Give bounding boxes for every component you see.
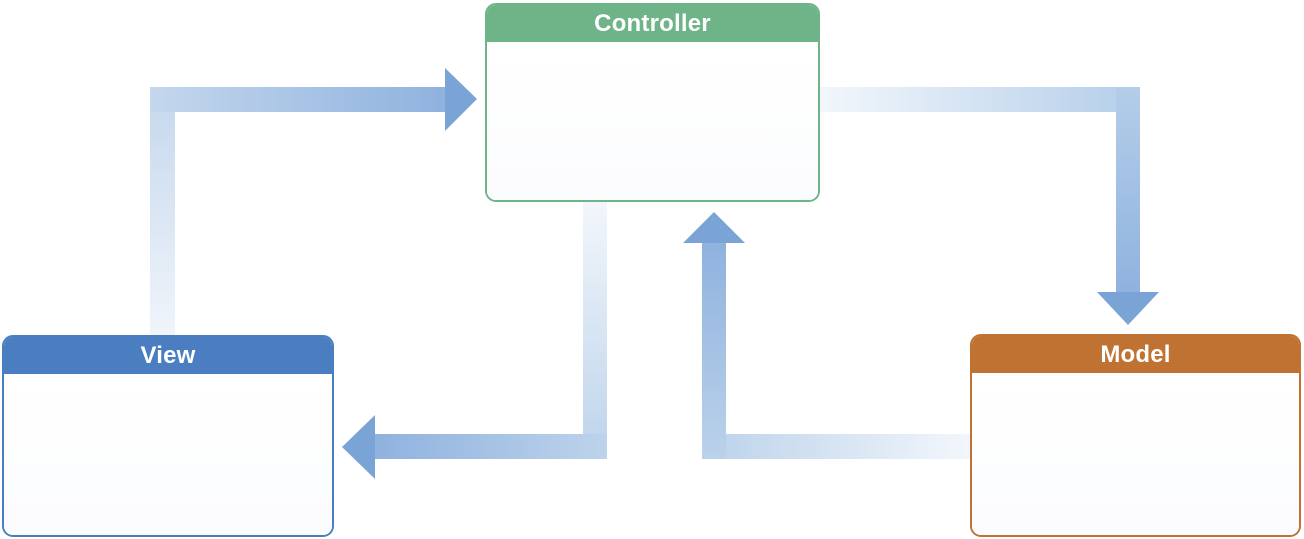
- arrow-controller-to-model-horizontal-shaft: [815, 87, 1140, 112]
- arrow-view-to-controller-horizontal-shaft: [150, 87, 445, 112]
- arrow-model-to-controller-horizontal-shaft: [702, 434, 975, 459]
- arrow-controller-to-view: [342, 197, 607, 479]
- node-model-label: Model: [1100, 340, 1171, 368]
- node-controller: Controller: [485, 3, 820, 202]
- arrow-controller-to-model-arrowhead-icon: [1097, 292, 1159, 325]
- arrow-controller-to-view-arrowhead-icon: [342, 415, 375, 479]
- node-controller-header: Controller: [487, 5, 818, 42]
- node-model-body: [972, 373, 1299, 535]
- node-model-header: Model: [972, 336, 1299, 373]
- node-view-body: [4, 374, 332, 535]
- arrow-model-to-controller: [683, 212, 975, 459]
- arrow-view-to-controller-arrowhead-icon: [445, 68, 477, 131]
- arrow-view-to-controller-vertical-shaft: [150, 87, 175, 340]
- arrow-view-to-controller: [150, 68, 477, 340]
- arrow-controller-to-model-vertical-shaft: [1116, 87, 1140, 293]
- node-controller-label: Controller: [594, 9, 711, 37]
- node-view-label: View: [140, 341, 196, 369]
- arrow-controller-to-model: [815, 87, 1159, 325]
- arrow-controller-to-view-vertical-shaft: [583, 197, 607, 459]
- node-controller-body: [487, 42, 818, 200]
- node-view-header: View: [4, 337, 332, 374]
- arrow-model-to-controller-vertical-shaft: [702, 243, 726, 459]
- node-view: View: [2, 335, 334, 537]
- arrow-model-to-controller-arrowhead-icon: [683, 212, 745, 243]
- node-model: Model: [970, 334, 1301, 537]
- arrow-controller-to-view-horizontal-shaft: [375, 434, 607, 459]
